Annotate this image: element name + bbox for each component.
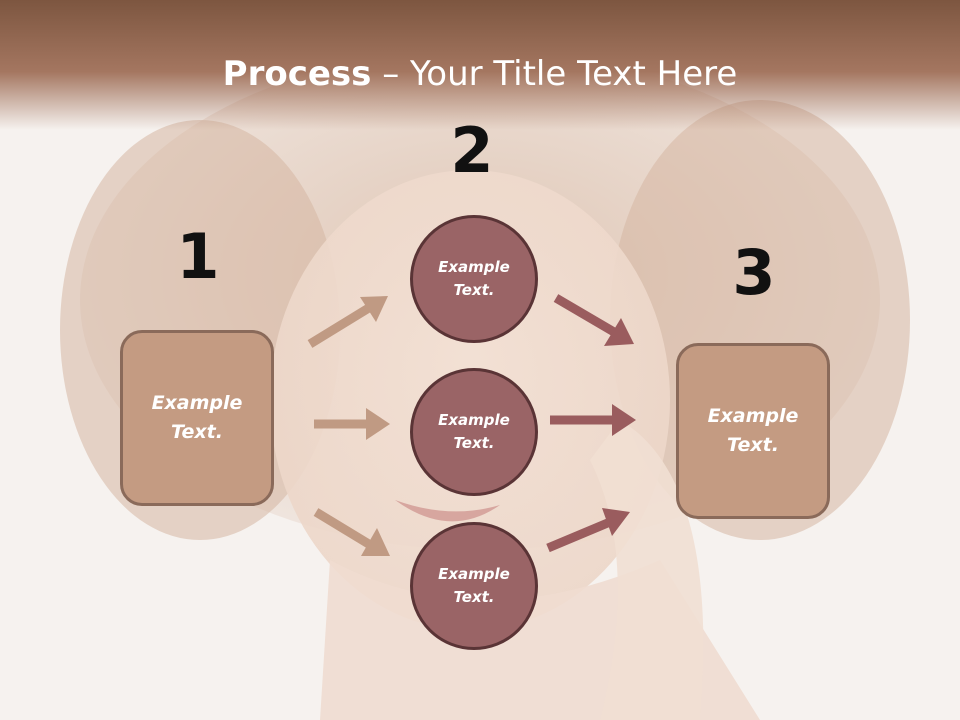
arrow-bottom-to-right xyxy=(546,508,630,553)
title-dash: – xyxy=(371,54,411,94)
arrow-left-to-bottom xyxy=(313,508,390,556)
left-text-box[interactable]: Example Text. xyxy=(120,330,274,506)
slide-title: Process – Your Title Text Here xyxy=(0,52,960,96)
arrow-left-to-top xyxy=(307,296,388,348)
circle-bottom-label: Example Text. xyxy=(438,565,510,606)
circle-middle[interactable]: Example Text. xyxy=(410,368,538,496)
step-2-number: 2 xyxy=(450,114,494,187)
circle-bottom[interactable]: Example Text. xyxy=(410,522,538,650)
title-bold: Process xyxy=(222,54,372,94)
title-rest: Your Title Text Here xyxy=(410,54,738,94)
circle-top-label: Example Text. xyxy=(438,258,510,299)
arrow-middle-to-right xyxy=(550,404,636,436)
arrow-top-to-right xyxy=(553,294,634,346)
left-text-box-label: Example Text. xyxy=(151,392,243,443)
right-text-box[interactable]: Example Text. xyxy=(676,343,830,519)
header-band xyxy=(0,0,960,130)
right-text-box-label: Example Text. xyxy=(707,405,799,456)
step-1-number: 1 xyxy=(176,220,220,293)
circle-top[interactable]: Example Text. xyxy=(410,215,538,343)
step-3-number: 3 xyxy=(732,236,776,309)
circle-middle-label: Example Text. xyxy=(438,411,510,452)
arrow-left-to-middle xyxy=(314,408,390,440)
